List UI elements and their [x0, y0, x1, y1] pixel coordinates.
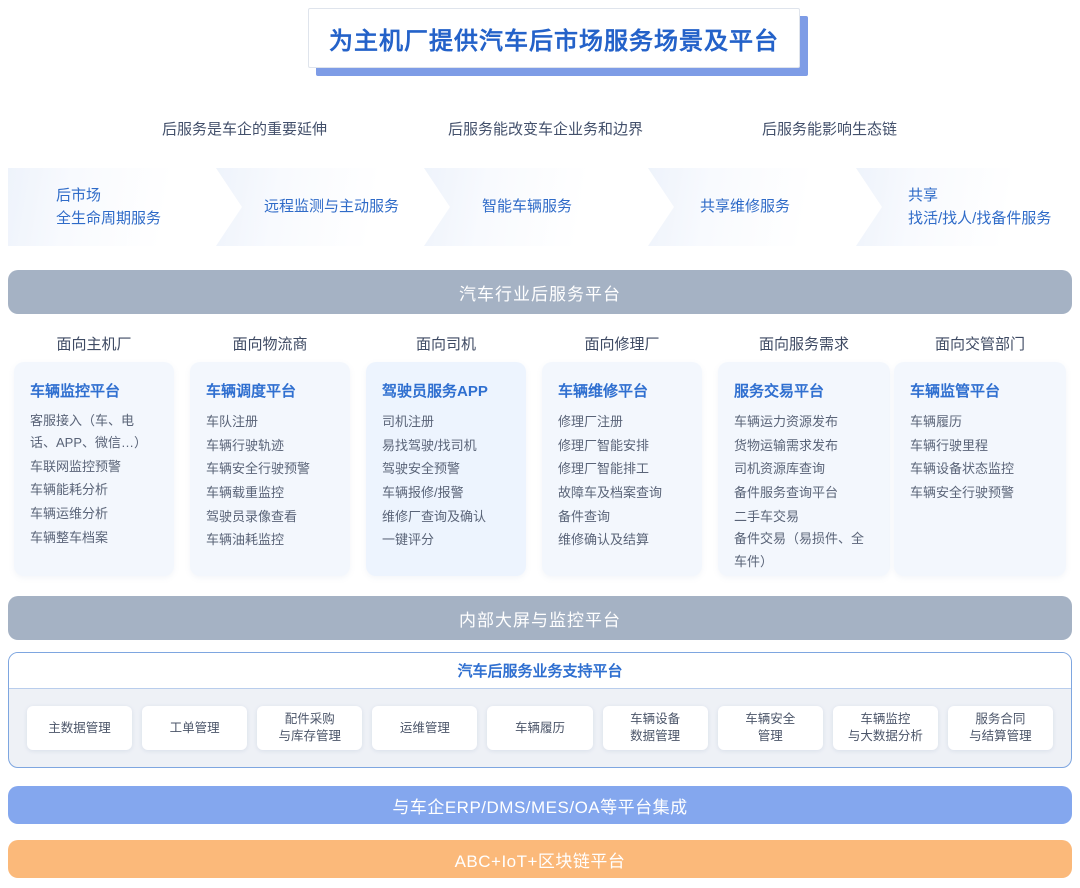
support-chip[interactable]: 车辆监控与大数据分析	[832, 706, 938, 750]
column-header-5: 面向服务需求	[758, 336, 849, 353]
column-header-1: 面向主机厂	[56, 336, 132, 353]
abc-iot-blockchain-label: ABC+IoT+区块链平台	[454, 851, 626, 871]
column-header-6: 面向交管部门	[934, 336, 1025, 353]
platform-card-3-title: 驾驶员服务APP	[382, 383, 488, 400]
chevron-item-2[interactable]: 远程监测与主动服务	[216, 168, 440, 246]
platform-card-2[interactable]: 车辆调度平台 车队注册车辆行驶轨迹车辆安全行驶预警车辆载重监控驾驶员录像查看车辆…	[190, 362, 350, 576]
page-title: 为主机厂提供汽车后市场服务场景及平台	[329, 27, 779, 55]
support-chip[interactable]: 车辆履历	[487, 706, 593, 750]
industry-platform-bar: 汽车行业后服务平台	[8, 270, 1072, 314]
support-chip[interactable]: 主数据管理	[27, 706, 133, 750]
chevron-item-4[interactable]: 共享维修服务	[648, 168, 872, 246]
platform-card-item: 货物运输需求发布	[734, 437, 839, 453]
platform-card-item: 车辆安全行驶预警	[910, 484, 1015, 500]
support-chip-row: 主数据管理工单管理配件采购与库存管理运维管理车辆履历车辆设备数据管理车辆安全管理…	[9, 689, 1071, 767]
title-box: 为主机厂提供汽车后市场服务场景及平台	[308, 8, 800, 68]
platform-card-1-title: 车辆监控平台	[30, 383, 121, 400]
platform-card-item: 修理厂智能安排	[558, 437, 650, 453]
chevron-5-line1: 共享	[908, 186, 939, 204]
chevron-row: 后市场 全生命周期服务 远程监测与主动服务 智能车辆服务 共享维修服务 共享 找…	[8, 168, 1072, 250]
subtitle-1: 后服务是车企的重要延伸	[162, 121, 328, 138]
platform-card-item: 车辆行驶里程	[910, 437, 989, 453]
erp-integration-label: 与车企ERP/DMS/MES/OA等平台集成	[392, 797, 688, 817]
platform-card-item: 车联网监控预警	[30, 458, 122, 474]
support-chip[interactable]: 车辆安全管理	[717, 706, 823, 750]
platform-card-item: 维修厂查询及确认	[382, 508, 487, 524]
support-chip[interactable]: 配件采购与库存管理	[257, 706, 363, 750]
platform-card-4-items: 修理厂注册修理厂智能安排修理厂智能排工故障车及档案查询备件查询维修确认及结算	[558, 410, 686, 552]
subtitle-3: 后服务能影响生态链	[762, 121, 898, 138]
internal-monitor-bar: 内部大屏与监控平台	[8, 596, 1072, 640]
page-title-block: 为主机厂提供汽车后市场服务场景及平台	[308, 8, 808, 76]
subtitle-row: 后服务是车企的重要延伸 后服务能改变车企业务和边界 后服务能影响生态链	[0, 118, 1080, 142]
support-chip[interactable]: 工单管理	[142, 706, 248, 750]
platform-card-5-title: 服务交易平台	[734, 383, 825, 400]
platform-card-item: 修理厂智能排工	[558, 461, 650, 477]
platform-card-6[interactable]: 车辆监管平台 车辆履历车辆行驶里程车辆设备状态监控车辆安全行驶预警	[894, 362, 1066, 576]
platform-card-item: 车辆履历	[910, 414, 963, 429]
column-header-4: 面向修理厂	[584, 336, 660, 353]
platform-card-item: 故障车及档案查询	[558, 484, 663, 500]
subtitle-2: 后服务能改变车企业务和边界	[448, 121, 644, 138]
chevron-item-5[interactable]: 共享 找活/找人/找备件服务	[856, 168, 1072, 246]
platform-card-5[interactable]: 服务交易平台 车辆运力资源发布货物运输需求发布司机资源库查询备件服务查询平台二手…	[718, 362, 890, 576]
abc-iot-blockchain-bar: ABC+IoT+区块链平台	[8, 840, 1072, 878]
platform-card-item: 车辆设备状态监控	[910, 461, 1015, 477]
chevron-1-line1: 后市场	[56, 186, 102, 204]
industry-platform-label: 汽车行业后服务平台	[459, 284, 621, 304]
internal-monitor-label: 内部大屏与监控平台	[459, 610, 621, 630]
platform-card-4[interactable]: 车辆维修平台 修理厂注册修理厂智能安排修理厂智能排工故障车及档案查询备件查询维修…	[542, 362, 702, 576]
platform-card-3-items: 司机注册易找驾驶/找司机驾驶安全预警车辆报修/报警维修厂查询及确认一键评分	[382, 410, 510, 552]
support-chip[interactable]: 运维管理	[372, 706, 478, 750]
platform-card-5-items: 车辆运力资源发布货物运输需求发布司机资源库查询备件服务查询平台二手车交易备件交易…	[734, 410, 874, 573]
platform-card-item: 车辆报修/报警	[382, 484, 464, 500]
platform-card-item: 维修确认及结算	[558, 532, 650, 548]
platform-card-item: 车辆行驶轨迹	[206, 437, 285, 453]
chevron-1-line2: 全生命周期服务	[56, 210, 162, 227]
platform-card-item: 车队注册	[206, 414, 259, 429]
column-header-2: 面向物流商	[232, 336, 308, 353]
platform-card-item: 备件服务查询平台	[734, 484, 839, 500]
platform-card-item: 驾驶安全预警	[382, 461, 461, 477]
platform-card-2-items: 车队注册车辆行驶轨迹车辆安全行驶预警车辆载重监控驾驶员录像查看车辆油耗监控	[206, 410, 334, 552]
platform-card-item: 修理厂注册	[558, 414, 624, 429]
platform-card-3[interactable]: 驾驶员服务APP 司机注册易找驾驶/找司机驾驶安全预警车辆报修/报警维修厂查询及…	[366, 362, 526, 576]
platform-card-item: 易找驾驶/找司机	[382, 437, 477, 453]
platform-card-item: 车辆运维分析	[30, 506, 109, 522]
support-chip[interactable]: 车辆设备数据管理	[602, 706, 708, 750]
chevron-item-1[interactable]: 后市场 全生命周期服务	[8, 168, 232, 246]
platform-card-item: 备件查询	[558, 508, 611, 524]
platform-card-4-title: 车辆维修平台	[558, 383, 649, 400]
platform-card-2-title: 车辆调度平台	[206, 383, 297, 400]
column-header-3: 面向司机	[415, 336, 476, 353]
chevron-5-line2: 找活/找人/找备件服务	[908, 210, 1052, 227]
platform-card-item: 车辆运力资源发布	[734, 414, 839, 429]
erp-integration-bar: 与车企ERP/DMS/MES/OA等平台集成	[8, 786, 1072, 824]
platform-card-1[interactable]: 车辆监控平台 客服接入（车、电话、APP、微信…） 车联网监控预警车辆能耗分析车辆…	[14, 362, 174, 576]
platform-card-item: 二手车交易	[734, 508, 800, 524]
platform-card-item: 司机资源库查询	[734, 461, 826, 477]
platform-card-item: 车辆能耗分析	[30, 482, 109, 498]
platform-card-item: 一键评分	[382, 532, 435, 548]
chevron-item-3[interactable]: 智能车辆服务	[424, 168, 648, 246]
platform-card-item: 备件交易（易损件、全车件）	[734, 531, 865, 569]
platform-card-6-title: 车辆监管平台	[910, 383, 1001, 400]
chevron-2-line1: 远程监测与主动服务	[264, 198, 400, 216]
platform-card-item: 车辆安全行驶预警	[206, 461, 311, 477]
platform-card-item: 客服接入（车、电话、APP、微信…）	[30, 413, 148, 451]
support-platform-panel: 汽车后服务业务支持平台 主数据管理工单管理配件采购与库存管理运维管理车辆履历车辆…	[8, 652, 1072, 768]
platform-card-item: 车辆整车档案	[30, 529, 109, 545]
chevron-3-line1: 智能车辆服务	[482, 198, 573, 216]
platform-card-item: 驾驶员录像查看	[206, 508, 298, 524]
support-chip[interactable]: 服务合同与结算管理	[947, 706, 1053, 750]
platform-card-item: 车辆载重监控	[206, 484, 285, 500]
support-platform-header: 汽车后服务业务支持平台	[9, 653, 1071, 689]
chevron-4-line1: 共享维修服务	[700, 198, 791, 216]
platform-card-6-items: 车辆履历车辆行驶里程车辆设备状态监控车辆安全行驶预警	[910, 410, 1050, 505]
support-platform-title: 汽车后服务业务支持平台	[457, 663, 623, 680]
platform-card-item: 司机注册	[382, 414, 435, 429]
platform-card-item: 车辆油耗监控	[206, 532, 285, 548]
platform-card-1-items: 客服接入（车、电话、APP、微信…） 车联网监控预警车辆能耗分析车辆运维分析车辆整…	[30, 410, 158, 549]
